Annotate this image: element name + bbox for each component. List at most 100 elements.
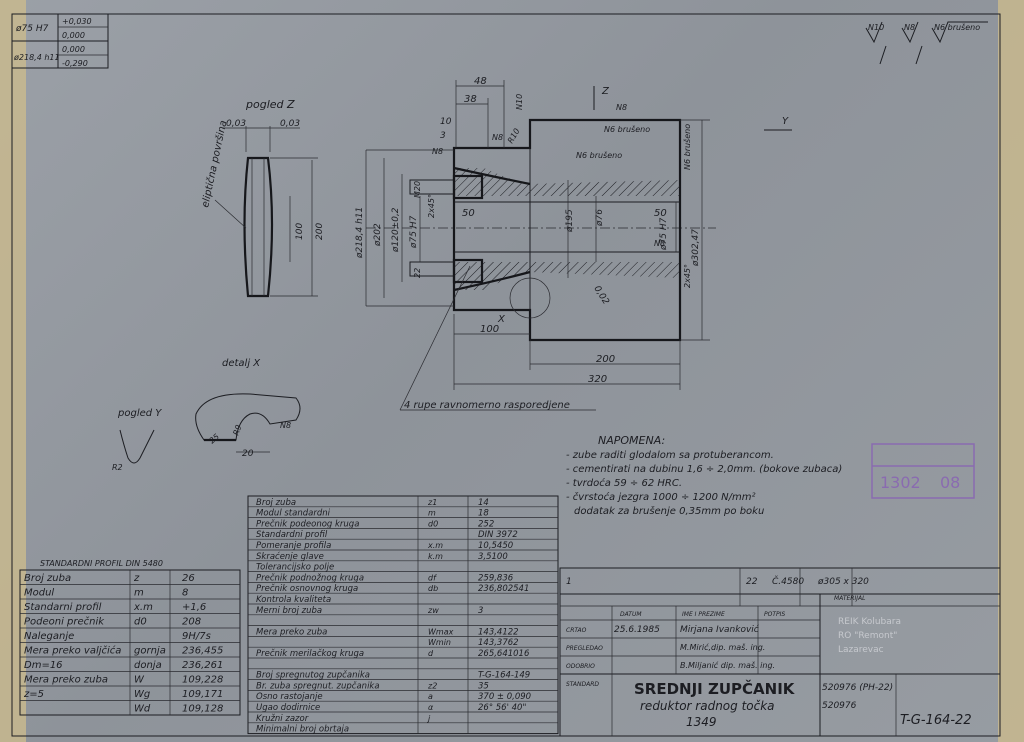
din-val-3: 208 bbox=[182, 617, 201, 628]
din-sym-7: W bbox=[134, 675, 145, 686]
gear-sym-10: zw bbox=[427, 606, 439, 615]
dim-100-bottom: 100 bbox=[480, 324, 499, 335]
gear-label-12: Mera preko zuba bbox=[256, 627, 327, 637]
tb-qty: 22 bbox=[746, 577, 758, 587]
note-line-2: - cementirati na dubinu 1,6 ÷ 2,0mm. (bo… bbox=[566, 464, 842, 475]
dim-3: 3 bbox=[440, 131, 446, 141]
dim-218: ø218,4 h11 bbox=[355, 207, 365, 259]
din-label-2: Standarni profil bbox=[24, 602, 102, 613]
tb-company-1: REIK Kolubara bbox=[838, 617, 901, 627]
gear-sym-18: a bbox=[428, 692, 433, 701]
dim-200-bottom: 200 bbox=[596, 354, 615, 365]
din-sym-5: gornja bbox=[134, 646, 166, 657]
view-y: pogled Y R2 bbox=[112, 408, 162, 472]
din-label-0: Broj zuba bbox=[24, 573, 71, 584]
din-label-5: Mera preko valjčića bbox=[24, 645, 121, 657]
gear-label-8: Prečnik osnovnog kruga bbox=[256, 583, 358, 594]
gear-label-4: Pomeranje profila bbox=[256, 541, 331, 551]
tb-ref-1: 520976 (PH-22) bbox=[822, 683, 893, 693]
holes-note: 4 rupe ravnomerno rasporedjene bbox=[404, 400, 570, 411]
tb-header-approved: ODOBRIO bbox=[566, 663, 595, 670]
tb-approved: B.Miljanić dip. maš. ing. bbox=[680, 660, 775, 670]
gear-val-0: 14 bbox=[478, 498, 489, 508]
dim-76: ø76 bbox=[595, 209, 605, 227]
tb-company-3: Lazarevac bbox=[838, 645, 884, 655]
dim-202: ø202 bbox=[373, 223, 383, 247]
dim-r9: R9 bbox=[231, 424, 243, 437]
axis-z: Z bbox=[601, 86, 610, 97]
tb-subtitle: reduktor radnog točka bbox=[640, 699, 775, 713]
gear-label-2: Prečnik podeonog kruga bbox=[256, 518, 359, 529]
note-line-4: - čvrstoća jezgra 1000 ÷ 1200 N/mm² bbox=[566, 491, 755, 503]
gear-label-10: Merni broj zuba bbox=[256, 606, 322, 616]
gear-label-6: Tolerancijsko polje bbox=[256, 563, 334, 573]
tb-drawn: Mirjana Ivanković bbox=[680, 624, 760, 635]
gear-label-21: Minimalni broj obrtaja bbox=[256, 725, 349, 735]
din-label-4: Naleganje bbox=[24, 631, 74, 642]
note-line-3: - tvrdoća 59 ÷ 62 HRC. bbox=[566, 477, 682, 489]
tb-date: 25.6.1985 bbox=[614, 625, 660, 635]
dim-r2: R2 bbox=[112, 463, 123, 472]
dim-25: 25 bbox=[208, 432, 222, 445]
gear-label-7: Prečnik podnožnog kruga bbox=[256, 572, 364, 583]
tb-material: Č.4580 bbox=[772, 575, 804, 587]
dim-r10: R10 bbox=[506, 127, 522, 145]
gear-label-3: Standardni profil bbox=[256, 530, 328, 540]
din-val-9: 109,128 bbox=[182, 704, 223, 715]
detail-x-label: detalj X bbox=[222, 358, 261, 369]
gear-val-14: 265,641016 bbox=[478, 649, 530, 659]
gear-sym-20: j bbox=[427, 714, 431, 723]
gear-label-9: Kontrola kvaliteta bbox=[256, 595, 331, 605]
dim-195: ø195 bbox=[565, 209, 575, 233]
din-val-6: 236,261 bbox=[182, 660, 223, 671]
tol-dim-1: ø75 H7 bbox=[15, 24, 49, 34]
gear-val-16: T-G-164-149 bbox=[478, 671, 530, 681]
axis-y: Y bbox=[782, 116, 789, 127]
dim-m20: M20 bbox=[413, 181, 422, 198]
detail-x: detalj X 20 R9 25 N8 bbox=[195, 358, 301, 459]
tb-ref-2: 520976 bbox=[822, 701, 857, 711]
main-section-view: ø218,4 h11 ø202 ø120±0,2 ø75 H7 M20 22 2… bbox=[355, 76, 792, 411]
dim-50-right: 50 bbox=[654, 208, 667, 219]
archive-stamp: 1302 08 bbox=[871, 443, 975, 499]
gear-sym-4: x.m bbox=[427, 541, 443, 550]
view-z-label: pogled Z bbox=[245, 98, 295, 111]
gear-sym-1: m bbox=[428, 509, 436, 518]
din-table-title: STANDARDNI PROFIL DIN 5480 bbox=[40, 559, 163, 568]
dim-120: ø120±0,2 bbox=[391, 207, 401, 253]
tb-blank: ø305 x 320 bbox=[817, 577, 869, 587]
gear-label-0: Broj zuba bbox=[256, 498, 296, 508]
mark-n6-mid: N6 brušeno bbox=[576, 150, 622, 160]
tol-lower-2: -0,290 bbox=[62, 59, 88, 68]
tolerance-table: ø75 H7 +0,030 0,000 ø218,4 h11 0,000 -0,… bbox=[11, 13, 109, 69]
gear-label-18: Osno rastojanje bbox=[256, 692, 323, 702]
elliptic-surface-label: eliptična površina bbox=[199, 119, 229, 208]
din-val-5: 236,455 bbox=[182, 646, 223, 657]
dim-48: 48 bbox=[474, 76, 487, 87]
tb-header-standard: STANDARD bbox=[566, 681, 599, 688]
gear-val-12: 143,4122 bbox=[478, 627, 519, 637]
gear-label-1: Modul standardni bbox=[256, 509, 331, 519]
gear-val-4: 10,5450 bbox=[478, 541, 513, 551]
dim-2x45-left: 2x45° bbox=[427, 194, 436, 218]
dim-200-z: 200 bbox=[315, 223, 325, 240]
surface-n8: N8 bbox=[904, 23, 915, 32]
frame-border bbox=[11, 13, 1001, 737]
dim-003-right: 0,03 bbox=[280, 119, 300, 129]
dim-75-right: ø75 H7 bbox=[659, 217, 669, 251]
din-val-7: 109,228 bbox=[182, 675, 223, 686]
gear-sym-13: Wmin bbox=[428, 638, 451, 647]
tol-upper-2: 0,000 bbox=[62, 45, 85, 54]
surface-n6: N6 brušeno bbox=[934, 22, 980, 32]
dim-2x45-right: 2x45° bbox=[683, 264, 692, 288]
mark-n10-top: N10 bbox=[515, 94, 524, 110]
tb-number: 1349 bbox=[686, 715, 717, 729]
dim-20-detail: 20 bbox=[242, 449, 254, 459]
dim-38: 38 bbox=[464, 94, 477, 105]
gear-sym-17: z2 bbox=[427, 681, 437, 690]
din-sym-2: x.m bbox=[133, 602, 153, 613]
gear-label-5: Skraćenje glave bbox=[256, 551, 324, 562]
tb-header-material: MATERIJAL bbox=[834, 595, 865, 602]
